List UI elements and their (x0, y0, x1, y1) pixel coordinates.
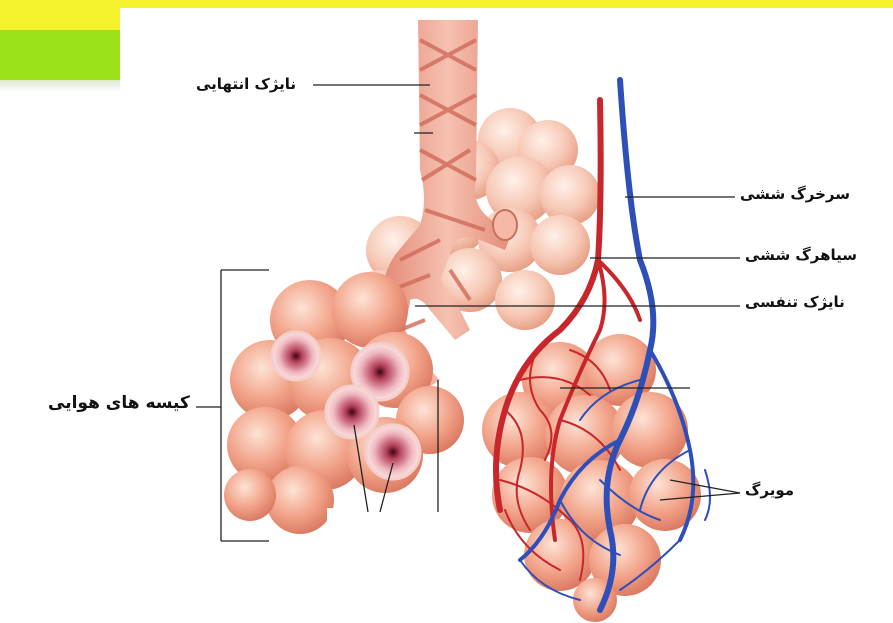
air-sacs-cluster (224, 272, 464, 534)
label-terminal-bronchiole: نایژک انتهایی (196, 75, 296, 93)
label-capillary: مویرگ (745, 481, 794, 499)
label-pulmonary-vein: سیاهرگ ششی (745, 246, 857, 264)
label-respiratory-bronchiole: نایژک تنفسی (745, 293, 845, 311)
capillary-alveoli-cluster (482, 334, 701, 622)
label-pulmonary-artery: سرخرگ ششی (740, 185, 850, 203)
blank-label-box (327, 508, 477, 578)
label-air-sacs: کیسه های هوایی (48, 393, 190, 413)
